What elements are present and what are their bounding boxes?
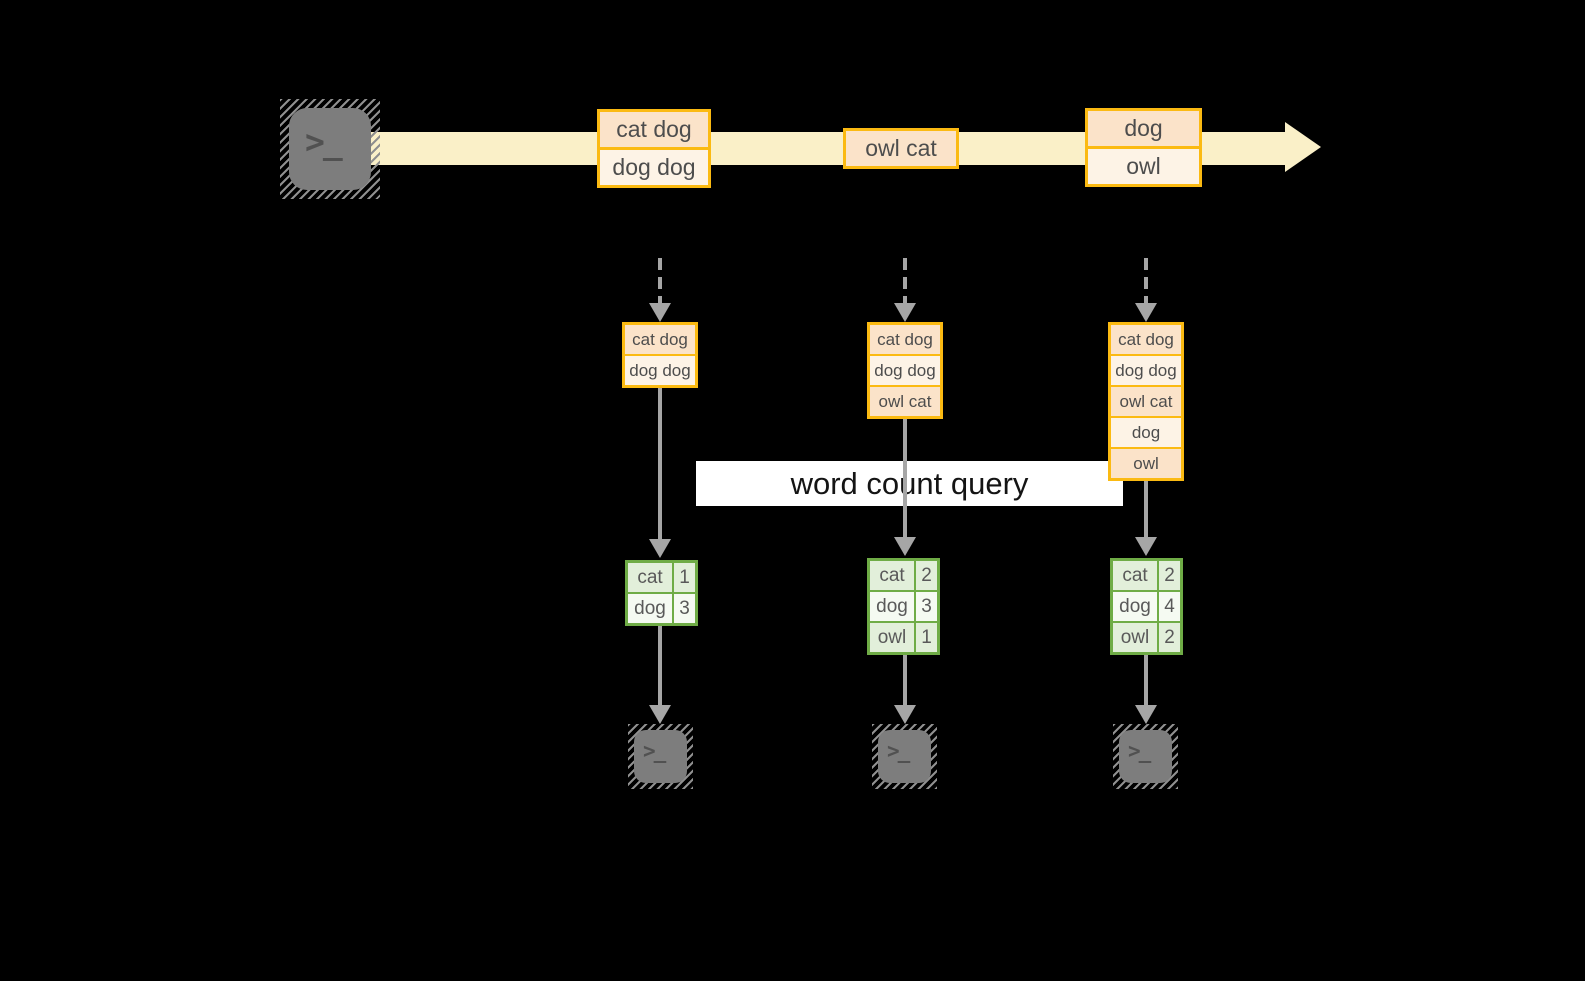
count-cell: 3 [916,592,937,621]
count-cell: 4 [1159,592,1180,621]
word-cell: cat [870,561,914,590]
stream-batch-1: cat dog dog dog [597,109,711,188]
connector-line [658,388,662,540]
input-record: dog dog [625,356,695,385]
table-row: owl 1 [870,623,937,652]
stream-record: owl [1088,149,1199,184]
word-count-table-1: cat 1 dog 3 [625,560,698,626]
dashed-arrow-head-icon [649,303,671,322]
sink-terminal-icon: >_ [1113,724,1178,789]
word-cell: dog [870,592,914,621]
stream-batch-2: owl cat [843,128,959,169]
table-row: cat 2 [1113,561,1180,590]
table-row: owl 2 [1113,623,1180,652]
source-terminal-icon: >_ [280,99,380,199]
input-record: owl cat [870,387,940,416]
word-cell: cat [1113,561,1157,590]
count-cell: 2 [1159,561,1180,590]
word-count-table-3: cat 2 dog 4 owl 2 [1110,558,1183,655]
word-cell: dog [628,594,672,623]
dashed-arrow-line [903,258,907,303]
dashed-arrow-line [658,258,662,303]
word-cell: dog [1113,592,1157,621]
connector-arrow-head-icon [649,705,671,724]
table-row: cat 2 [870,561,937,590]
query-banner: word count query [696,461,1123,506]
count-cell: 1 [674,563,695,592]
prompt-glyph: >_ [305,122,343,161]
stream-record: cat dog [600,112,708,147]
stream-record: owl cat [846,131,956,166]
table-row: cat 1 [628,563,695,592]
input-state-1: cat dog dog dog [622,322,698,388]
input-state-3: cat dog dog dog owl cat dog owl [1108,322,1184,481]
connector-line [903,655,907,706]
stream-batch-3: dog owl [1085,108,1202,187]
connector-arrow-head-icon [894,705,916,724]
sink-terminal-icon: >_ [872,724,937,789]
terminal-screen: >_ [1119,730,1172,783]
input-record: dog dog [870,356,940,385]
connector-arrow-head-icon [894,537,916,556]
word-cell: cat [628,563,672,592]
connector-line [1144,655,1148,706]
count-cell: 1 [916,623,937,652]
count-cell: 2 [1159,623,1180,652]
input-record: owl cat [1111,387,1181,416]
connector-line [658,626,662,706]
terminal-screen: >_ [878,730,931,783]
input-state-2: cat dog dog dog owl cat [867,322,943,419]
terminal-screen: >_ [634,730,687,783]
connector-line [1144,481,1148,538]
table-row: dog 4 [1113,592,1180,621]
prompt-glyph: >_ [1128,739,1151,763]
terminal-screen: >_ [289,108,371,190]
connector-arrow-head-icon [1135,537,1157,556]
word-count-table-2: cat 2 dog 3 owl 1 [867,558,940,655]
table-row: dog 3 [628,594,695,623]
prompt-glyph: >_ [643,739,666,763]
input-record: cat dog [625,325,695,354]
table-row: dog 3 [870,592,937,621]
word-cell: owl [870,623,914,652]
dashed-arrow-line [1144,258,1148,303]
count-cell: 3 [674,594,695,623]
prompt-glyph: >_ [887,739,910,763]
sink-terminal-icon: >_ [628,724,693,789]
connector-arrow-head-icon [1135,705,1157,724]
connector-arrow-head-icon [649,539,671,558]
input-record: owl [1111,449,1181,478]
input-record: cat dog [870,325,940,354]
word-cell: owl [1113,623,1157,652]
count-cell: 2 [916,561,937,590]
input-record: dog [1111,418,1181,447]
input-record: dog dog [1111,356,1181,385]
stream-arrowhead-icon [1285,122,1321,172]
input-record: cat dog [1111,325,1181,354]
stream-record: dog [1088,111,1199,146]
dashed-arrow-head-icon [1135,303,1157,322]
connector-line [903,419,907,538]
dashed-arrow-head-icon [894,303,916,322]
stream-record: dog dog [600,150,708,185]
